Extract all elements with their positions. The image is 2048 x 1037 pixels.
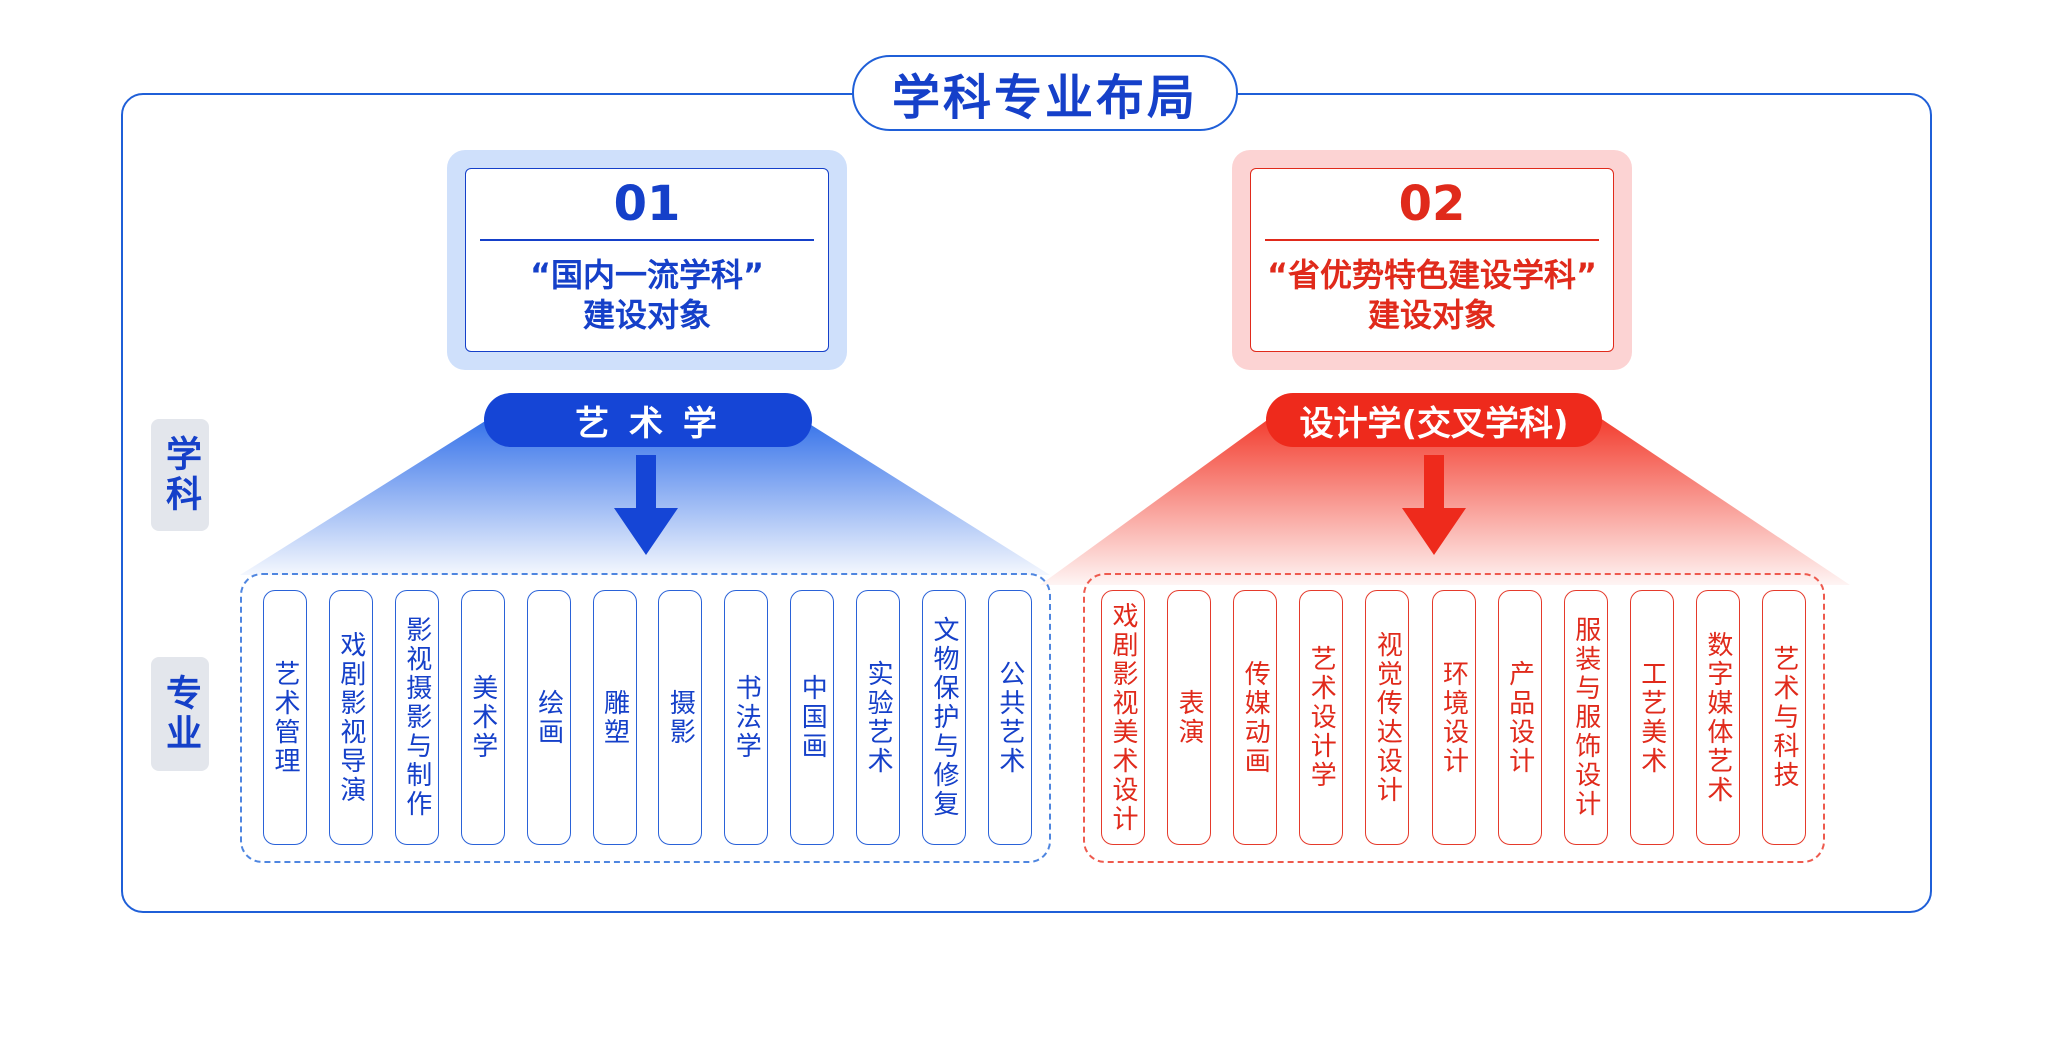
- major-label: 美术学: [467, 674, 498, 761]
- major-label: 摄影: [665, 688, 696, 747]
- major-item: 数字媒体艺术: [1695, 590, 1740, 845]
- major-label: 公共艺术: [994, 659, 1025, 776]
- major-item: 美术学: [460, 590, 505, 845]
- major-label: 文物保护与修复: [929, 616, 959, 819]
- card-divider: [480, 239, 814, 241]
- major-item: 书法学: [724, 590, 769, 845]
- major-label: 戏剧影视美术设计: [1108, 601, 1138, 834]
- major-label: 环境设计: [1438, 659, 1469, 776]
- discipline-art: 艺 术 学: [484, 393, 812, 447]
- major-item: 产品设计: [1497, 590, 1542, 845]
- major-item: 艺术设计学: [1299, 590, 1344, 845]
- card-description: “省优势特色建设学科” 建设对象: [1266, 255, 1598, 334]
- major-item: 表演: [1167, 590, 1212, 845]
- major-label: 戏剧影视导演: [335, 630, 366, 805]
- major-label: 专业: [151, 657, 209, 771]
- design-majors-box: [1083, 573, 1825, 863]
- major-item: 戏剧影视美术设计: [1101, 590, 1145, 845]
- major-item: 实验艺术: [856, 590, 901, 845]
- card-number: 01: [613, 176, 681, 232]
- major-item: 戏剧影视导演: [328, 590, 373, 845]
- card-description: “国内一流学科” 建设对象: [529, 255, 765, 334]
- major-label: 艺术设计学: [1306, 645, 1337, 790]
- major-item: 中国画: [790, 590, 835, 845]
- major-label: 工艺美术: [1636, 659, 1667, 776]
- major-item: 影视摄影与制作: [394, 590, 439, 845]
- major-label: 中国画: [797, 674, 828, 761]
- major-item: 环境设计: [1431, 590, 1476, 845]
- card-provincial: 02 “省优势特色建设学科” 建设对象: [1232, 150, 1632, 370]
- major-item: 绘画: [526, 590, 571, 845]
- page-title: 学科专业布局: [852, 55, 1238, 131]
- major-item: 公共艺术: [987, 590, 1032, 845]
- major-label: 艺术与科技: [1769, 645, 1799, 790]
- card-first-class: 01 “国内一流学科” 建设对象: [447, 150, 847, 370]
- discipline-design: 设计学(交叉学科): [1266, 393, 1602, 447]
- major-label: 服装与服饰设计: [1570, 616, 1601, 819]
- major-label: 视觉传达设计: [1372, 630, 1403, 805]
- discipline-label: 学科: [151, 419, 209, 531]
- card-number: 02: [1398, 176, 1466, 232]
- major-label: 传媒动画: [1240, 659, 1271, 776]
- major-item: 雕塑: [592, 590, 637, 845]
- design-fan: [1040, 418, 1850, 585]
- major-item: 文物保护与修复: [922, 590, 966, 845]
- art-majors-box: [240, 573, 1051, 863]
- major-label: 产品设计: [1504, 659, 1535, 776]
- major-label: 书法学: [731, 674, 762, 761]
- major-item: 艺术管理: [263, 590, 307, 845]
- major-label: 数字媒体艺术: [1702, 630, 1733, 805]
- major-label: 表演: [1174, 688, 1205, 747]
- major-item: 摄影: [658, 590, 703, 845]
- major-item: 艺术与科技: [1762, 590, 1806, 845]
- major-item: 传媒动画: [1233, 590, 1278, 845]
- major-label: 实验艺术: [863, 659, 894, 776]
- design-arrow: [1402, 455, 1466, 555]
- card-divider: [1265, 239, 1599, 241]
- major-label: 艺术管理: [270, 659, 300, 776]
- major-item: 服装与服饰设计: [1563, 590, 1608, 845]
- art-arrow: [614, 455, 678, 555]
- major-item: 视觉传达设计: [1365, 590, 1410, 845]
- major-label: 雕塑: [599, 688, 630, 747]
- major-label: 影视摄影与制作: [401, 616, 432, 819]
- major-item: 工艺美术: [1629, 590, 1674, 845]
- major-label: 绘画: [533, 688, 564, 747]
